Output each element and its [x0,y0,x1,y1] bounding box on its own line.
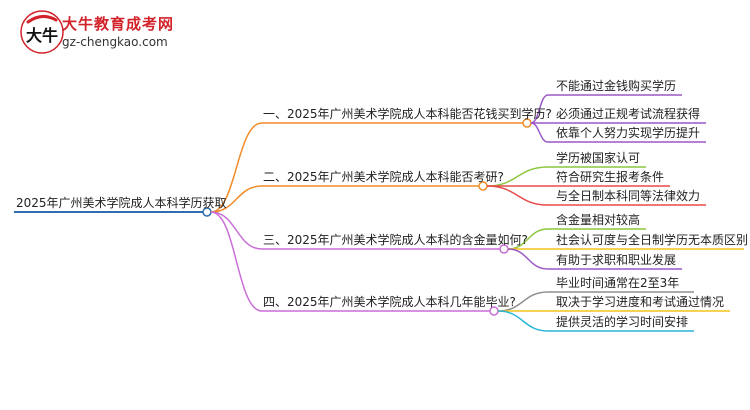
leaf-link [486,185,549,206]
site-logo[interactable]: 大牛 大牛教育成考网 gz-chengkao.com [6,8,176,56]
leaf-label[interactable]: 提供灵活的学习时间安排 [556,314,688,329]
leaf-label[interactable]: 符合研究生报考条件 [556,169,664,184]
branch-link [210,211,263,250]
root-node-label[interactable]: 2025年广州美术学院成人本科学历获取 [16,195,227,210]
branch-label-2[interactable]: 二、2025年广州美术学院成人本科能否考研? [263,169,504,184]
leaf-label[interactable]: 取决于学习进度和考试通过情况 [556,294,724,309]
logo-mark-text: 大牛 [26,26,58,45]
leaf-label[interactable]: 依靠个人努力实现学历提升 [556,125,700,140]
leaf-label[interactable]: 与全日制本科同等法律效力 [556,188,700,203]
leaf-label[interactable]: 不能通过金钱购买学历 [556,78,676,93]
leaf-label[interactable]: 必须通过正规考试流程获得 [556,106,700,121]
mind-map-labels: 2025年广州美术学院成人本科学历获取 一、2025年广州美术学院成人本科能否花钱… [16,78,748,329]
branch-link [210,185,263,213]
branch-label-3[interactable]: 三、2025年广州美术学院成人本科的含金量如何? [263,232,528,247]
logo-mark-icon: 大牛 [20,10,64,54]
branch-label-4[interactable]: 四、2025年广州美术学院成人本科几年能毕业? [263,294,516,309]
leaf-label[interactable]: 社会认可度与全日制学历无本质区别 [556,232,748,247]
logo-url: gz-chengkao.com [62,35,168,49]
leaf-link [530,122,549,143]
logo-title: 大牛教育成考网 [62,15,175,33]
leaf-label[interactable]: 有助于求职和职业发展 [556,252,676,267]
leaf-label[interactable]: 毕业时间通常在2至3年 [556,276,679,290]
leaf-label[interactable]: 学历被国家认可 [556,150,640,165]
branch-link [210,211,263,312]
leaf-link [497,310,549,332]
leaf-label[interactable]: 含金量相对较高 [556,212,640,227]
leaf-link [530,94,549,124]
branch-link [210,122,263,213]
mind-map-links [14,94,744,332]
branch-label-1[interactable]: 一、2025年广州美术学院成人本科能否花钱买到学历? [263,106,552,121]
leaf-link [507,248,549,270]
